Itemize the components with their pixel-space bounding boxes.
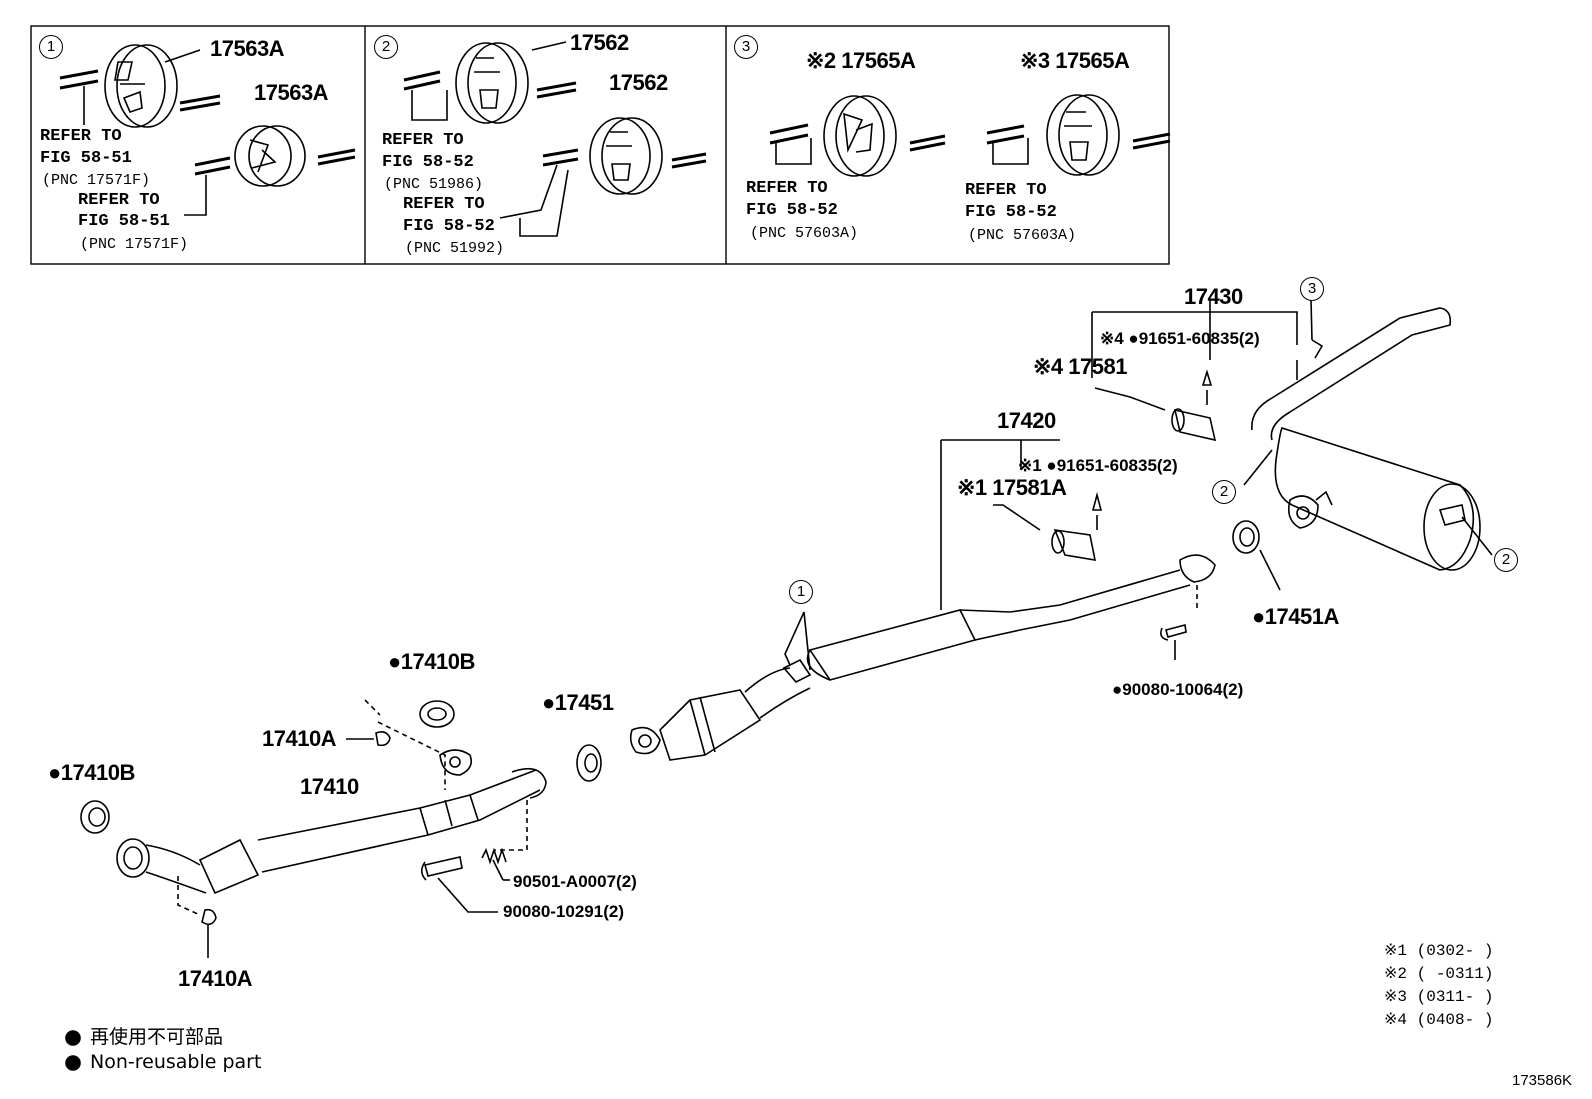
figure-id: 173586K — [1512, 1072, 1573, 1089]
legend-non-reusable-jp: 再使用不可部品 — [90, 1026, 224, 1048]
inset2-pnc: (PNC 51992) — [405, 240, 505, 257]
inset1-refer-line2: FIG 58-51 — [40, 149, 132, 168]
tail-pipe-muffler-17430 — [1251, 307, 1481, 571]
gasket-17410B-left — [80, 800, 110, 834]
inset3-part-label: ※2 17565A — [806, 48, 916, 73]
inset3-pnc: (PNC 57603A) — [750, 225, 859, 242]
inset2-pnc: (PNC 51986) — [384, 176, 484, 193]
inset2-refer-line2: FIG 58-52 — [403, 217, 495, 236]
inset3-part-label: ※3 17565A — [1020, 48, 1130, 73]
label-90501-A0007: 90501-A0007(2) — [513, 872, 637, 891]
label-17581: ※4 17581 — [1033, 354, 1127, 379]
gasket-17451A — [1232, 520, 1260, 554]
inset2-refer-line1: REFER TO — [382, 131, 464, 150]
label-91651-60835-a: ※4 ●91651-60835(2) — [1100, 329, 1260, 348]
sensor-17581 — [1171, 408, 1217, 442]
inset2-refer-line2: FIG 58-52 — [382, 153, 474, 172]
label-17430: 17430 — [1184, 284, 1243, 309]
legend-non-reusable-en: Non-reusable part — [90, 1051, 262, 1073]
label-17410: 17410 — [300, 774, 359, 799]
inset3-refer-line1: REFER TO — [965, 181, 1047, 200]
inset3-refer-line2: FIG 58-52 — [746, 201, 838, 220]
center-pipe-17420 — [629, 554, 1216, 761]
inset1-refer-line2: FIG 58-51 — [78, 212, 170, 231]
hanger-17565A-right — [1046, 94, 1120, 176]
position-marker-1: 1 — [789, 580, 813, 604]
note-2: ※2 ( -0311) — [1384, 965, 1494, 983]
inset2-refer-line1: REFER TO — [403, 195, 485, 214]
label-17420: 17420 — [997, 408, 1056, 433]
gasket-17451 — [576, 744, 602, 782]
position-marker-2: 2 — [1212, 480, 1236, 504]
label-17410B-left: ●17410B — [48, 760, 135, 785]
note-1: ※1 (0302- ) — [1384, 942, 1494, 960]
label-17410B-upper: ●17410B — [388, 649, 475, 674]
inset1-pnc: (PNC 17571F) — [80, 236, 189, 253]
label-17451: ●17451 — [542, 690, 614, 715]
position-marker-3: 3 — [1300, 277, 1324, 301]
hanger-17562-lower — [589, 117, 663, 195]
inset2-part-label: 17562 — [609, 70, 668, 95]
inset-marker-1: 1 — [39, 35, 63, 59]
hanger-17562-upper — [455, 42, 529, 124]
inset3-pnc: (PNC 57603A) — [968, 227, 1077, 244]
position-marker-2: 2 — [1494, 548, 1518, 572]
note-3: ※3 (0311- ) — [1384, 988, 1494, 1006]
label-17410A-lower: 17410A — [178, 966, 253, 991]
front-pipe-17410 — [116, 749, 547, 895]
inset-marker-2: 2 — [374, 35, 398, 59]
gasket-17410B-upper — [419, 700, 455, 728]
inset3-refer-line1: REFER TO — [746, 179, 828, 198]
label-17451A: ●17451A — [1252, 604, 1339, 629]
hanger-17563A-lower — [234, 125, 306, 187]
label-17410A-upper: 17410A — [262, 726, 337, 751]
hanger-17565A-left — [823, 95, 897, 177]
sensor-17581A — [1051, 529, 1097, 561]
inset3-refer-line2: FIG 58-52 — [965, 203, 1057, 222]
inset1-pnc: (PNC 17571F) — [42, 172, 151, 189]
note-4: ※4 (0408- ) — [1384, 1011, 1494, 1029]
inset1-part-label: 17563A — [210, 36, 285, 61]
label-90080-10064: ●90080-10064(2) — [1112, 680, 1244, 699]
inset2-part-label: 17562 — [570, 30, 629, 55]
bolt-90080-10064 — [1160, 623, 1187, 641]
label-90080-10291: 90080-10291(2) — [503, 902, 624, 921]
inset1-refer-line1: REFER TO — [40, 127, 122, 146]
inset-marker-3: 3 — [734, 35, 758, 59]
hanger-17563A-upper — [104, 44, 178, 128]
inset1-refer-line1: REFER TO — [78, 191, 160, 210]
inset1-part-label: 17563A — [254, 80, 329, 105]
label-91651-60835-b: ※1 ●91651-60835(2) — [1018, 456, 1178, 475]
label-17581A: ※1 17581A — [957, 475, 1067, 500]
